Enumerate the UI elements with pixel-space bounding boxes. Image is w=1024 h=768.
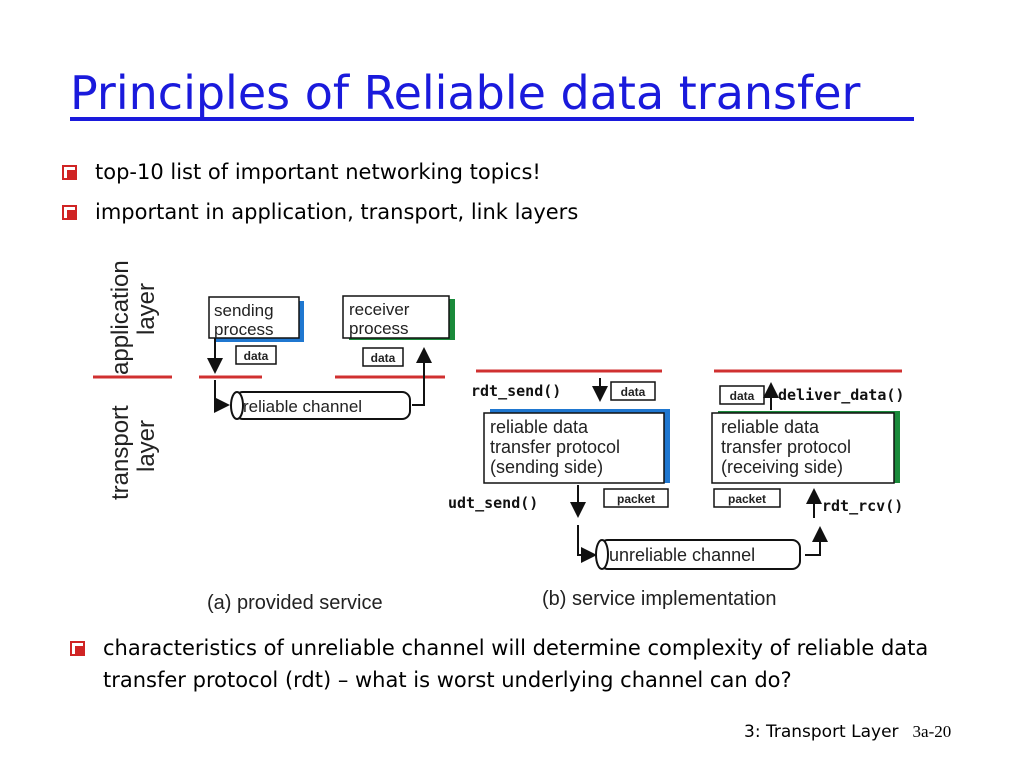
unreliable-channel-label: unreliable channel	[609, 545, 755, 565]
checkbox-bullet-icon	[70, 641, 85, 656]
receiving-protocol-label: reliable data	[721, 417, 820, 437]
bullet-text: important in application, transport, lin…	[95, 200, 579, 224]
sending-protocol-label-3: (sending side)	[490, 457, 603, 477]
bullet-text: top-10 list of important networking topi…	[95, 160, 541, 184]
rdt-rcv-label: rdt_rcv()	[822, 497, 903, 515]
provided-service-diagram: sending process receiver process data da…	[207, 295, 455, 614]
packet-box	[713, 488, 781, 508]
checkbox-bullet-icon	[62, 205, 77, 220]
application-layer-label-2: layer	[133, 283, 160, 335]
transport-layer-label: transport	[107, 405, 134, 500]
footer-chapter: 3: Transport Layer	[744, 722, 899, 742]
data-label: data	[244, 349, 269, 363]
slide-footer: 3: Transport Layer 3a-20	[744, 722, 951, 742]
receiver-process-box	[342, 295, 450, 339]
bullet-item: important in application, transport, lin…	[62, 196, 578, 228]
receiving-protocol-label-3: (receiving side)	[721, 457, 843, 477]
service-implementation-caption: (b) service implementation	[542, 588, 777, 610]
sending-process-box	[208, 296, 300, 339]
receiver-process-label: receiver	[349, 300, 410, 319]
application-layer-label: application	[107, 260, 134, 375]
packet-label: packet	[728, 492, 766, 506]
receiving-protocol-box	[711, 412, 895, 484]
title-underline	[70, 117, 914, 121]
data-box	[235, 345, 277, 365]
packet-label: packet	[617, 492, 655, 506]
data-box	[610, 381, 656, 401]
data-box	[362, 347, 404, 367]
provided-service-caption: (a) provided service	[207, 592, 383, 614]
receiver-process-label-2: process	[349, 319, 409, 338]
sending-protocol-label-2: transfer protocol	[490, 437, 620, 457]
sending-protocol-label: reliable data	[490, 417, 589, 437]
service-implementation-diagram: rdt_send() data reliable data transfer p…	[448, 378, 904, 610]
deliver-data-label: deliver_data()	[778, 386, 904, 404]
rdt-send-label: rdt_send()	[471, 382, 561, 400]
checkbox-bullet-icon	[62, 165, 77, 180]
bullet-text: characteristics of unreliable channel wi…	[103, 636, 929, 692]
data-label: data	[371, 351, 396, 365]
bullet-item: characteristics of unreliable channel wi…	[70, 632, 950, 696]
data-label: data	[730, 389, 755, 403]
sending-protocol-box	[483, 412, 665, 484]
bullet-item: top-10 list of important networking topi…	[62, 156, 541, 188]
data-label: data	[621, 385, 646, 399]
transport-layer-label-2: layer	[133, 420, 160, 472]
sending-process-label-2: process	[214, 320, 274, 339]
layer-labels: application layer transport layer	[107, 260, 160, 500]
sending-process-label: sending	[214, 301, 274, 320]
receiving-protocol-label-2: transfer protocol	[721, 437, 851, 457]
reliable-channel-label: reliable channel	[243, 397, 362, 416]
packet-box	[603, 488, 669, 508]
page-number: 3a-20	[912, 722, 952, 741]
udt-send-label: udt_send()	[448, 494, 538, 512]
slide-title: Principles of Reliable data transfer	[70, 66, 861, 120]
layer-divider-lines	[93, 369, 902, 379]
